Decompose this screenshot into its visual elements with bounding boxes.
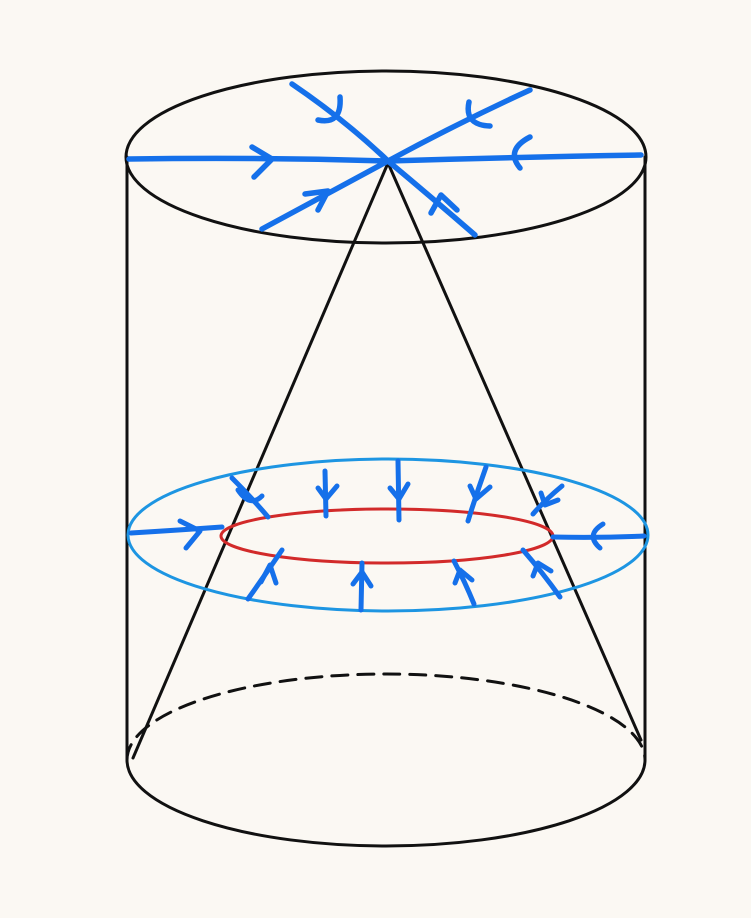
arrow-lower-right-icon [428, 192, 460, 216]
arrow-lower-left-icon [302, 188, 331, 213]
cone-right-edge [386, 161, 643, 742]
annulus-flow-lines [128, 458, 647, 613]
flow-line-left [126, 155, 391, 164]
cone-left-edge [131, 161, 390, 760]
arrow-upper-right-icon [465, 99, 493, 129]
annulus-arrow-bottom-2-icon [350, 569, 374, 589]
cylinder-bottom-front-arc [125, 758, 647, 848]
annulus-flow-top-3 [395, 458, 402, 523]
annulus-arrow-bottom-4-icon [530, 560, 554, 579]
radial-flow-lines [126, 81, 644, 238]
arrow-right-icon [511, 134, 533, 171]
annulus-flow-bottom-4 [520, 547, 563, 600]
cylinder-bottom-back-arc [125, 672, 647, 762]
annulus-arrow-top-3-icon [387, 481, 411, 502]
annulus-arrow-top-2-icon [315, 483, 340, 502]
arrow-upper-left-icon [315, 94, 343, 124]
annulus-arrow-top-4-icon [467, 483, 493, 502]
flow-line-upper-right [385, 87, 533, 164]
flow-line-upper-left [289, 81, 391, 164]
annulus-flow-left [128, 524, 225, 536]
annulus-outer-ellipse [126, 457, 650, 613]
annulus-arrow-bottom-1-icon [258, 562, 279, 586]
annulus-arrow-top-5-icon [538, 490, 561, 508]
flow-line-lower-right [385, 158, 478, 238]
cylinder-outline [124, 69, 648, 848]
annulus-arrow-top-1-icon [235, 487, 265, 504]
annulus-flow-top-2 [322, 468, 329, 519]
annulus-flow-top-1 [229, 475, 271, 520]
cone-outline [131, 161, 643, 760]
annulus-arrow-bottom-3-icon [452, 567, 475, 586]
annulus-flow-right [550, 533, 647, 540]
annulus-flow-top-5 [530, 483, 565, 517]
arrow-left-icon [249, 144, 275, 180]
annulus-flow-bottom-3 [451, 558, 477, 607]
annulus-arrow-left-icon [177, 518, 203, 551]
annulus-arrow-right-icon [590, 521, 606, 551]
